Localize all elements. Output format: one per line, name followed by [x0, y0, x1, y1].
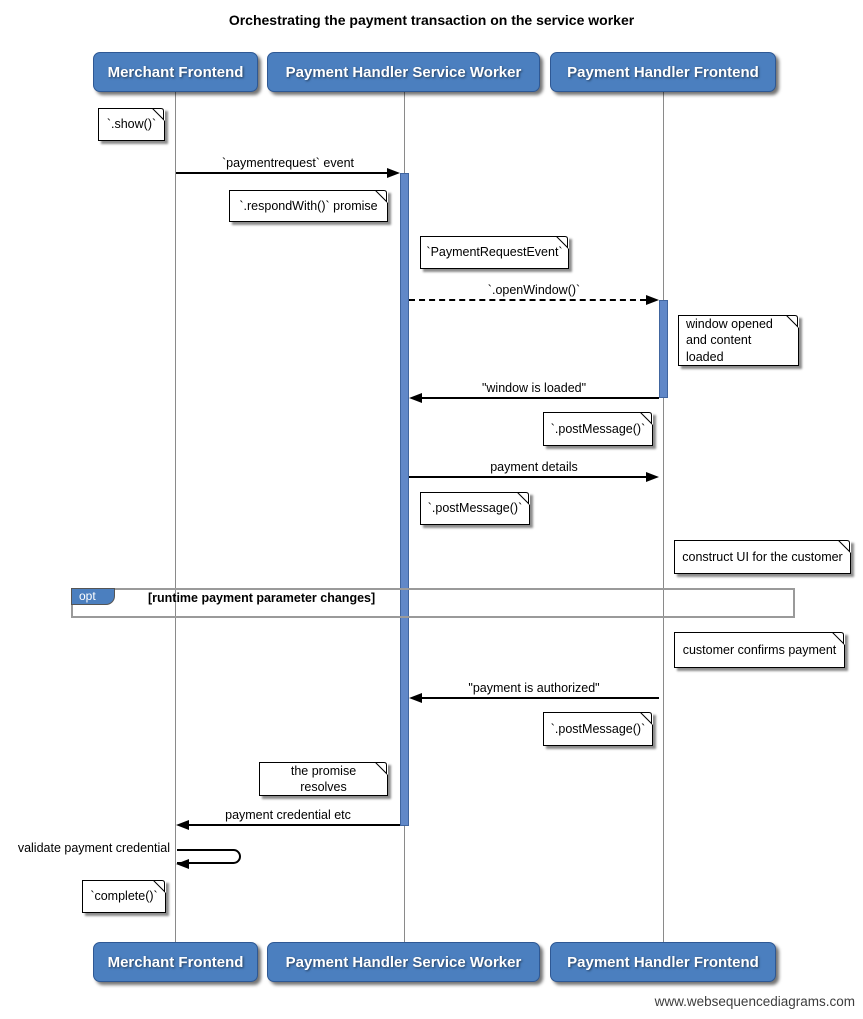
folded-corner-icon	[517, 492, 530, 505]
folded-corner-icon	[375, 190, 388, 203]
message-line-open-window	[409, 299, 646, 301]
diagram-title: Orchestrating the payment transaction on…	[228, 12, 635, 28]
note-text: `.show()`	[106, 117, 157, 132]
note-construct-ui: construct UI for the customer	[674, 540, 851, 574]
arrowhead-right-icon	[646, 472, 659, 482]
note-text: `.postMessage()`	[550, 721, 646, 736]
note-respondwith-promise: `.respondWith()` promise	[229, 190, 388, 222]
opt-frame-condition: [runtime payment parameter changes]	[148, 591, 376, 605]
actor-bottom-merchant-frontend: Merchant Frontend	[93, 942, 258, 982]
message-line-paymentrequest-event	[176, 172, 388, 174]
folded-corner-icon	[375, 762, 388, 775]
lifeline-merchant-frontend	[175, 92, 176, 942]
folded-corner-icon	[152, 108, 165, 121]
actor-top-payment-handler-frontend: Payment Handler Frontend	[550, 52, 776, 92]
actor-label: Merchant Frontend	[107, 63, 244, 81]
note-paymentrequestevent: `PaymentRequestEvent`	[420, 236, 569, 269]
actor-label: Payment Handler Frontend	[567, 63, 759, 81]
self-message-loop	[177, 849, 241, 864]
message-line-payment-credential-etc	[188, 824, 400, 826]
actor-top-merchant-frontend: Merchant Frontend	[93, 52, 258, 92]
note-postmessage-1: `.postMessage()`	[543, 412, 653, 446]
message-label-validate-payment-credential: validate payment credential	[17, 841, 170, 855]
message-line-payment-is-authorized	[421, 697, 659, 699]
note-text: `PaymentRequestEvent`	[426, 245, 563, 260]
arrowhead-left-icon	[176, 820, 189, 830]
folded-corner-icon	[838, 540, 851, 553]
note-postmessage-2: `.postMessage()`	[420, 492, 530, 525]
actor-label: Payment Handler Service Worker	[285, 953, 522, 971]
folded-corner-icon	[556, 236, 569, 249]
actor-label: Merchant Frontend	[107, 953, 244, 971]
note-promise-resolves: the promise resolves	[259, 762, 388, 796]
arrowhead-left-icon	[176, 859, 189, 869]
actor-label: Payment Handler Frontend	[567, 953, 759, 971]
note-complete: `complete()`	[82, 880, 166, 913]
arrowhead-left-icon	[409, 693, 422, 703]
note-text: `.postMessage()`	[427, 501, 523, 516]
message-label-paymentrequest-event: `paymentrequest` event	[221, 156, 355, 170]
folded-corner-icon	[786, 315, 799, 328]
arrowhead-left-icon	[409, 393, 422, 403]
note-text: `.postMessage()`	[550, 421, 646, 436]
actor-bottom-payment-handler-frontend: Payment Handler Frontend	[550, 942, 776, 982]
message-label-payment-is-authorized: "payment is authorized"	[468, 681, 600, 695]
lifeline-payment-handler-frontend	[663, 92, 664, 942]
note-customer-confirms: customer confirms payment	[674, 632, 845, 668]
message-label-open-window: `.openWindow()`	[487, 283, 581, 297]
note-window-opened: window opened and content loaded	[678, 315, 799, 366]
folded-corner-icon	[153, 880, 166, 893]
note-text: window opened and content loaded	[686, 317, 773, 364]
opt-frame: opt [runtime payment parameter changes]	[71, 588, 795, 618]
message-line-window-is-loaded	[421, 397, 659, 399]
folded-corner-icon	[640, 412, 653, 425]
note-text: customer confirms payment	[682, 642, 837, 657]
actor-label: Payment Handler Service Worker	[285, 63, 522, 81]
arrowhead-right-icon	[387, 168, 400, 178]
activation-payment-handler-frontend	[659, 300, 668, 398]
folded-corner-icon	[640, 712, 653, 725]
note-text: construct UI for the customer	[682, 549, 843, 564]
message-label-payment-credential-etc: payment credential etc	[225, 808, 351, 822]
arrowhead-right-icon	[646, 295, 659, 305]
note-show: `.show()`	[98, 108, 165, 141]
actor-bottom-payment-handler-service-worker: Payment Handler Service Worker	[267, 942, 540, 982]
message-label-payment-details: payment details	[490, 460, 578, 474]
note-postmessage-3: `.postMessage()`	[543, 712, 653, 746]
message-line-payment-details	[409, 476, 646, 478]
note-text: the promise resolves	[290, 763, 357, 794]
actor-top-payment-handler-service-worker: Payment Handler Service Worker	[267, 52, 540, 92]
watermark: www.websequencediagrams.com	[654, 994, 855, 1009]
activation-service-worker	[400, 173, 409, 826]
message-label-window-is-loaded: "window is loaded"	[481, 381, 587, 395]
note-text: `complete()`	[90, 889, 158, 904]
note-text: `.respondWith()` promise	[239, 198, 378, 213]
folded-corner-icon	[832, 632, 845, 645]
opt-frame-tab: opt	[71, 588, 115, 605]
